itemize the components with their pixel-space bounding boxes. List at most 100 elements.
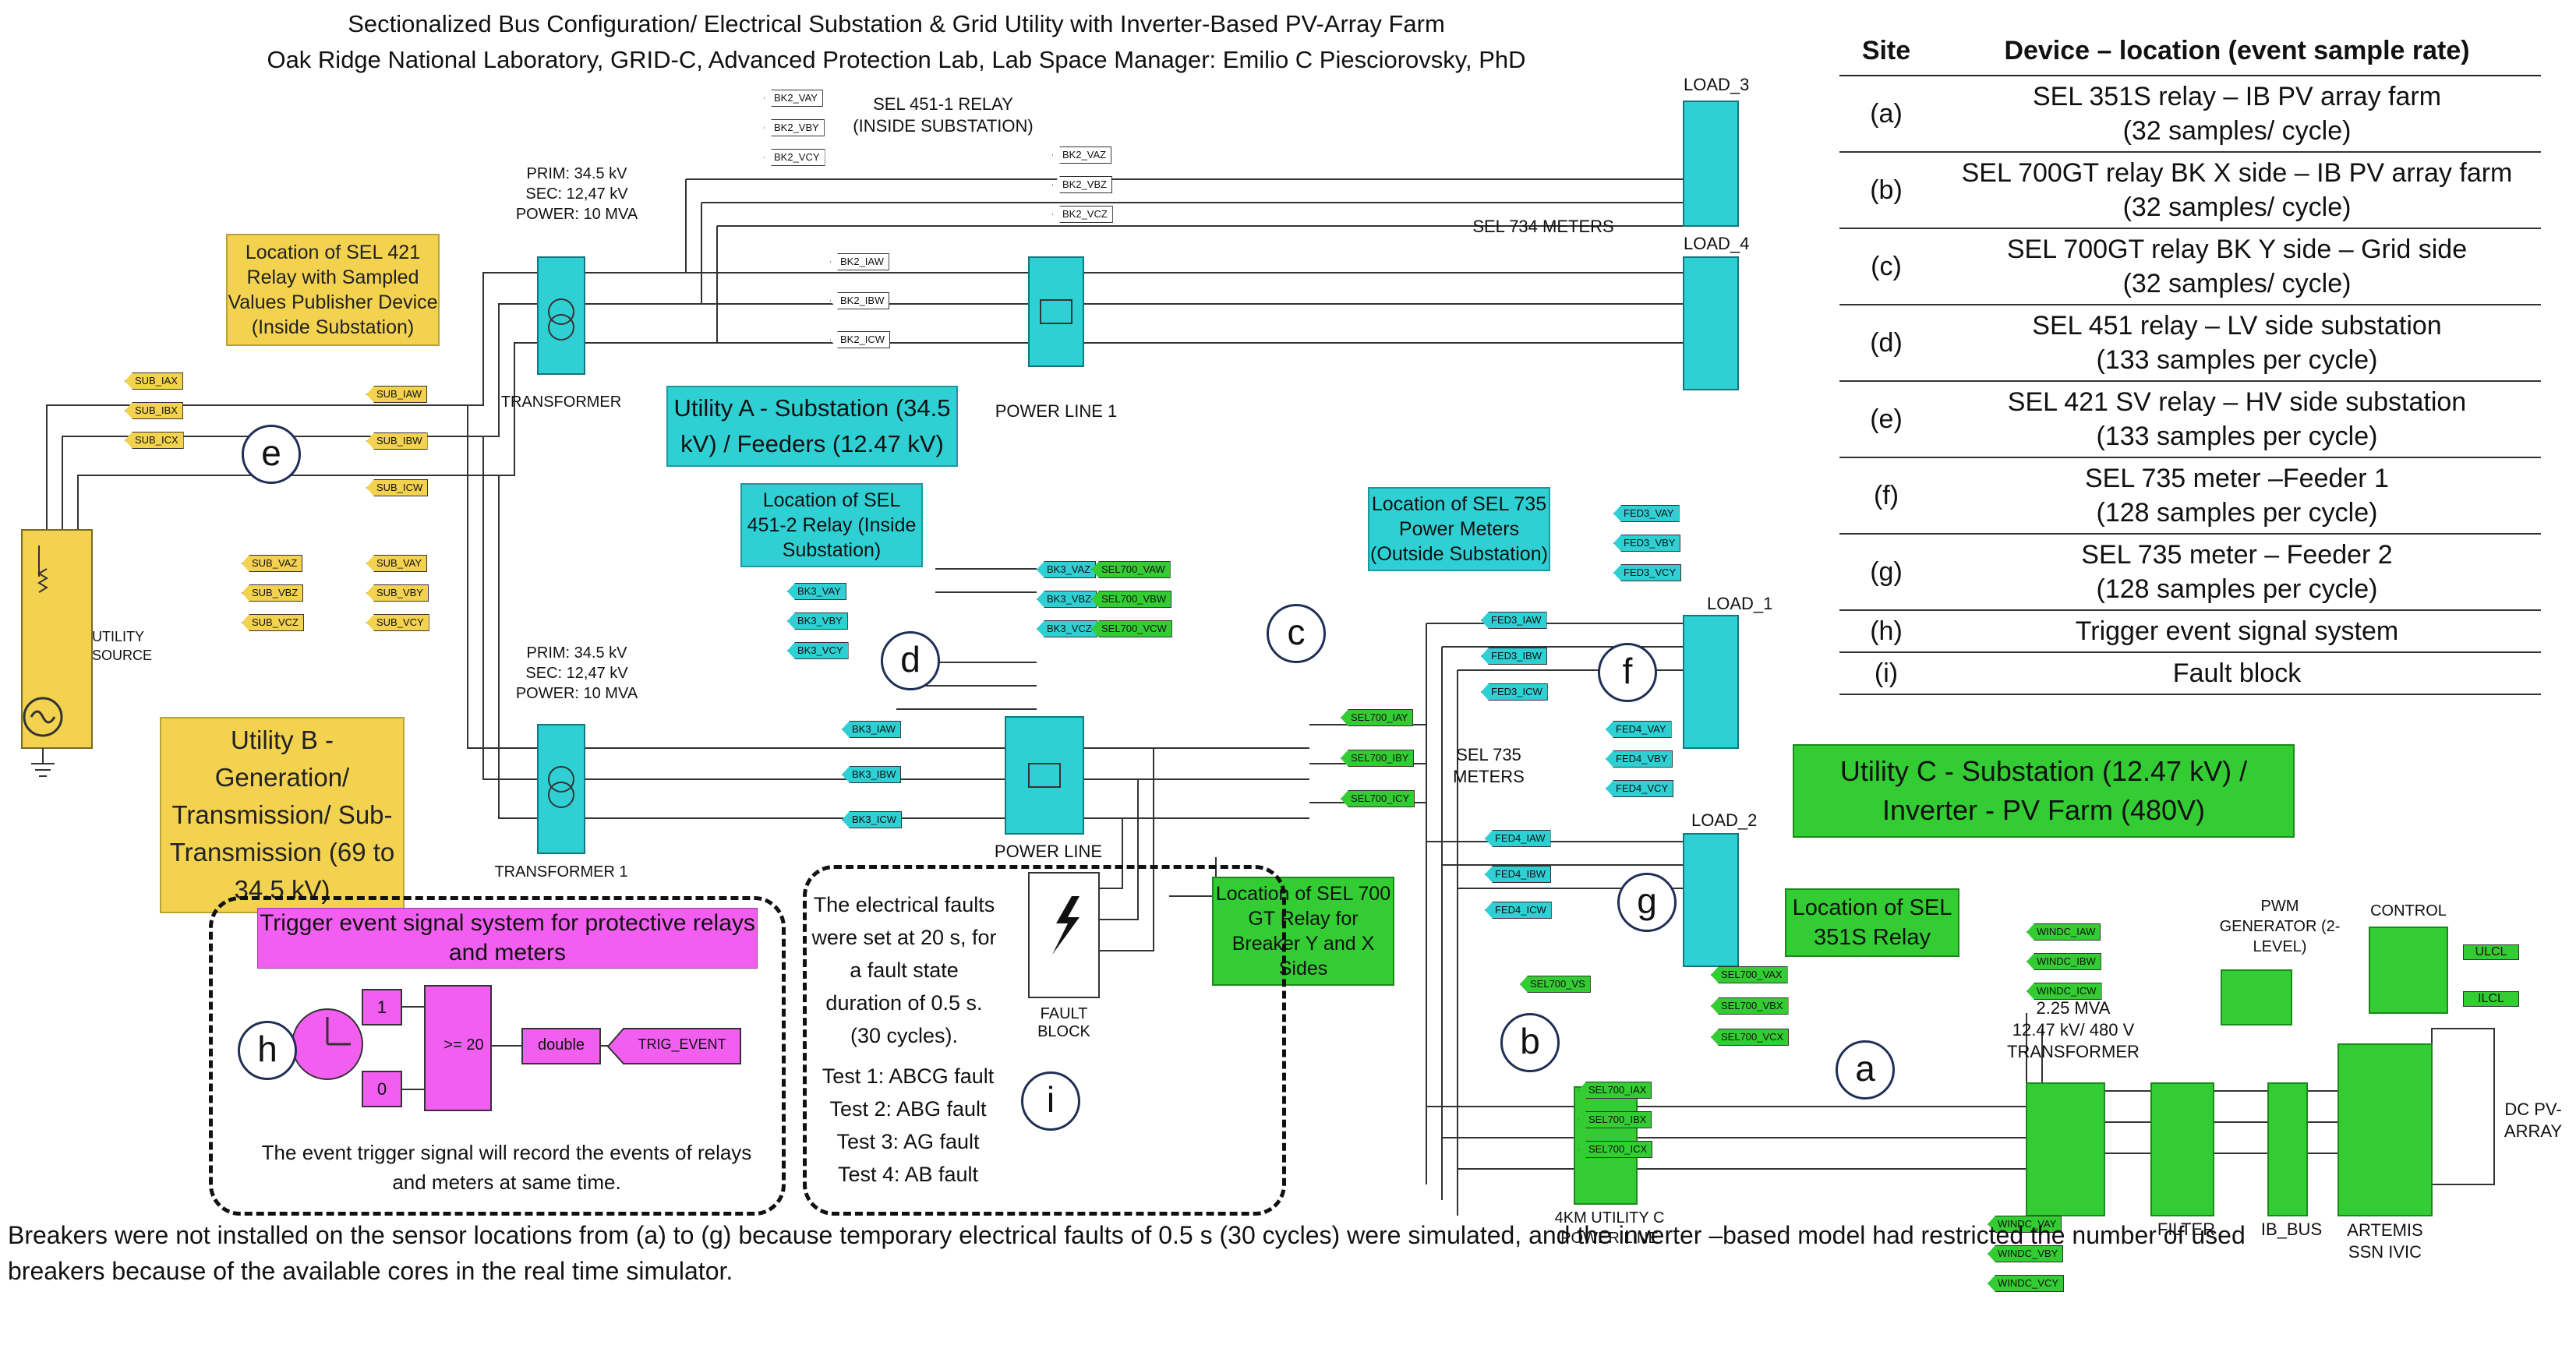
legend-device-line2: (133 samples per cycle) [2096,422,2378,451]
legend-device-line2: (32 samples/ cycle) [2122,269,2352,298]
legend-header-row: Site Device – location (event sample rat… [1839,26,2541,76]
signal-tag: BK2_ICW [830,331,891,348]
signal-tag: SUB_IBW [366,432,428,450]
sel735-meters-label: SEL 735 METERS [1453,745,1525,786]
load2-label: LOAD_2 [1691,810,1758,830]
signal-tag: SUB_VBZ [242,584,304,602]
signal-tag: WINDC_ICW [2027,983,2102,1000]
signal-tag: BK2_VAZ [1052,146,1112,164]
signal-tag: SEL700_VBW [1091,591,1172,608]
fault-block [1028,872,1100,998]
legend-device: SEL 735 meter – Feeder 2(128 samples per… [1933,534,2541,611]
site-circle-c: c [1267,604,1326,663]
signal-tag: SUB_VCY [366,614,429,631]
legend-device-line1: SEL 700GT relay BK X side – IB PV array … [1961,158,2513,188]
fault-test-item: Test 3: AG fault [836,1130,980,1153]
signal-tag: WINDC_IAW [2027,923,2101,941]
artemis-label: ARTEMIS SSN IVIC [2347,1220,2423,1262]
legend-row: (b) SEL 700GT relay BK X side – IB PV arr… [1839,152,2541,229]
sel735-location-note: Location of SEL 735 Power Meters (Outsid… [1368,487,1550,571]
legend-device-line1: SEL 735 meter –Feeder 1 [2085,464,2389,493]
transformer-bottom-rating: PRIM: 34.5 kV SEC: 12,47 kV POWER: 10 MV… [499,643,655,704]
transformer-c-label: TRANSFORMER [2007,1042,2140,1061]
site-circle-d: d [881,631,940,690]
legend-row: (i)Fault block [1839,652,2541,695]
load-3-block [1683,101,1739,227]
transformer-top-rating: PRIM: 34.5 kV SEC: 12,47 kV POWER: 10 MV… [499,164,655,224]
signal-tag: BK2_IBW [830,292,890,309]
power-line-1-block [1028,256,1084,367]
signal-tag: BK2_VBZ [1052,176,1113,193]
sel700-location-note: Location of SEL 700 GT Relay for Breaker… [1212,877,1394,986]
fault-test-item: Test 4: AB fault [837,1163,979,1186]
legend-site: (e) [1839,381,1933,458]
legend-device: SEL 735 meter –Feeder 1(128 samples per … [1933,457,2541,535]
signal-tag: FED4_VBY [1606,750,1673,768]
signal-tag: FED3_ICW [1481,683,1548,701]
control-label: CONTROL [2370,902,2447,920]
legend-device-line1: SEL 735 meter – Feeder 2 [2081,540,2393,570]
site-circle-a: a [1836,1040,1895,1100]
signal-tag: BK3_VAZ [1037,561,1097,578]
load4-label: LOAD_4 [1684,234,1750,253]
legend-device-line1: SEL 351S relay – IB PV array farm [2032,82,2442,111]
filter-label: FILTER [2157,1220,2216,1239]
prim-bot: PRIM: 34.5 kV [526,644,627,662]
signal-tag: BK3_IAW [842,721,901,738]
pwm-label: PWM GENERATOR (2-LEVEL) [2219,898,2341,955]
trigger-system-graphics [292,985,741,1111]
utility-c-line-label: 4KM UTILITY C POWER LINE [1554,1209,1665,1247]
load-1-block [1683,615,1739,749]
signal-tag: SUB_ICW [366,479,429,496]
signal-tag: WINDC_VBY [1988,1245,2064,1262]
power-line-block [1005,716,1084,835]
legend-device: SEL 351S relay – IB PV array farm (32 sam… [1933,76,2541,153]
signal-tag: SEL700_IAX [1578,1082,1652,1099]
sec-top: SEC: 12,47 kV [525,185,628,203]
legend-col-site: Site [1839,26,1933,76]
signal-tag: SEL700_VAX [1711,966,1788,983]
legend-site: (b) [1839,152,1933,229]
power-line-1-label: POWER LINE 1 [995,401,1118,421]
transformer-label: TRANSFORMER [500,394,622,411]
legend-device-line2: (32 samples/ cycle) [2122,192,2352,222]
const-0: 0 [376,1079,387,1099]
legend-device-line1: Fault block [2172,658,2302,688]
fault-test-item: Test 1: ABCG fault [822,1064,995,1088]
sel351s-location-note: Location of SEL 351S Relay [1785,888,1959,957]
legend-device-line2: (32 samples/ cycle) [2122,116,2352,146]
load3-label: LOAD_3 [1684,75,1750,94]
sel451-1-label: SEL 451-1 RELAY (INSIDE SUBSTATION) [853,94,1034,136]
pwm-block [2221,969,2292,1025]
legend-device: Fault block [1933,652,2541,695]
legend-row: (e) SEL 421 SV relay – HV side substation… [1839,381,2541,458]
ib-bus-label: IB_BUS [2260,1220,2323,1239]
control-block [2369,927,2448,1014]
prim-top: PRIM: 34.5 kV [526,165,627,182]
ib-bus-block [2267,1082,2308,1216]
legend-row: (g)SEL 735 meter – Feeder 2(128 samples … [1839,534,2541,611]
legend-site: (c) [1839,228,1933,305]
signal-tag: SUB_IAW [366,386,428,403]
signal-tag: FED3_VCY [1613,564,1682,581]
site-circle-b: b [1500,1013,1560,1072]
mva-label: 2.25 MVA [2036,998,2111,1018]
load1-label: LOAD_1 [1707,594,1773,613]
signal-tag: SUB_IBX [125,402,183,419]
legend-site: (d) [1839,305,1933,382]
filter-block [2150,1082,2214,1216]
utility-source-label: UTILITY SOURCE [92,629,153,663]
signal-tag: SEL700_VCX [1711,1029,1790,1046]
transformer-c-block [2026,1082,2105,1216]
trigger-system-box [209,896,786,1216]
legend-device-line1: SEL 421 SV relay – HV side substation [2007,387,2467,417]
transformer-top [537,256,585,375]
utility-c-label: Utility C - Substation (12.47 kV) / Inve… [1793,744,2295,838]
signal-tag: FED4_IBW [1485,866,1552,883]
load-2-block [1683,833,1739,967]
signal-tag: SUB_ICX [125,432,184,449]
signal-tag: BK3_ICW [842,811,903,828]
signal-tag: BK2_VCZ [1052,206,1113,223]
legend-device-line1: SEL 700GT relay BK Y side – Grid side [2006,235,2468,264]
